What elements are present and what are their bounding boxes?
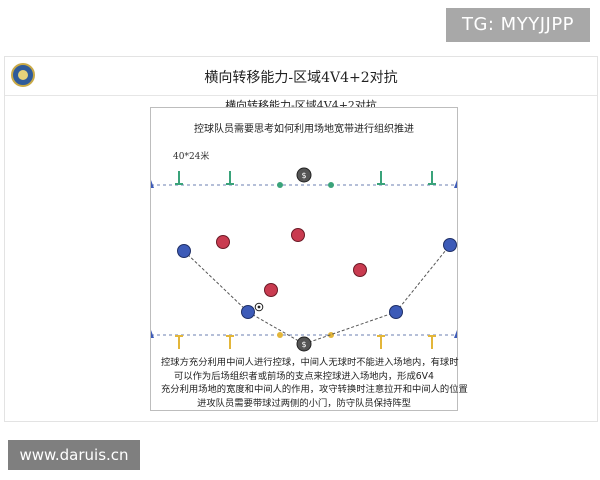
drill-objective: 控球队员需要思考如何利用场地宽带进行组织推进 [194,124,414,135]
field-size-label: 40*24米 [173,152,210,162]
blue-player-icon [443,238,457,252]
card-header: 横向转移能力-区域4V4+2对抗 [5,57,597,96]
red-player-icon [216,235,230,249]
ball-icon [254,302,264,312]
neutral-player-label: $ [301,340,306,349]
yellow-cone-icon [229,336,231,349]
description-line: 可以作为后场组织者或前场的支点来控球进入场地内，形成6V4 [174,370,434,382]
pitch-diagram: $ $ 控球队员需要思考如何利用场地宽带进行组织推进 40*24米 控球方充分利… [150,107,468,411]
blue-player-icon [177,244,191,258]
neutral-player-top: $ [296,167,312,183]
yellow-dot-icon [277,332,283,338]
neutral-player-icon [296,167,312,183]
triangle-marker-icon [151,180,154,188]
yellow-cone-icon [380,336,382,349]
red-player-icon [264,283,278,297]
red-player-icon [353,263,367,277]
passing-lanes [183,244,451,345]
triangle-marker-icon [151,330,154,338]
green-cone-icon [178,171,180,184]
green-cone-icon [226,183,234,185]
yellow-goal-markers [175,332,436,349]
yellow-cone-icon [431,336,433,349]
page-title: 横向转移能力-区域4V4+2对抗 [204,70,398,86]
description-line: 控球方充分利用中间人进行控球，中间人无球时不能进入场地内，有球时 [161,357,459,368]
pitch-svg: $ $ [151,167,457,352]
yellow-dot-icon [328,332,334,338]
triangle-marker-icon [454,330,457,338]
triangle-marker-icon [454,180,457,188]
neutral-player-bottom: $ [296,336,312,352]
green-goal-markers [175,171,436,188]
green-cone-icon [377,183,385,185]
club-logo-icon [11,63,35,87]
blue-player-icon [389,305,403,319]
blue-player-icon [241,305,255,319]
red-player-icon [291,228,305,242]
green-cone-icon [428,183,436,185]
green-dot-icon [277,182,283,188]
description-line: 进攻队员需要带球过两侧的小门，防守队员保持阵型 [197,397,411,409]
green-dot-icon [328,182,334,188]
green-cone-icon [175,183,183,185]
green-cone-icon [431,171,433,184]
green-cone-icon [380,171,382,184]
description-line: 充分利用场地的宽度和中间人的作用，攻守转换时注意拉开和中间人的位置 [161,384,468,395]
neutral-player-icon [296,336,312,352]
drill-card: 横向转移能力-区域4V4+2对抗 横向转移能力-区域4V4+2对抗 [4,56,598,422]
green-cone-icon [229,171,231,184]
neutral-player-label: $ [301,171,306,180]
telegram-badge: TG: MYYJJPP [446,8,590,42]
yellow-cone-icon [178,336,180,349]
site-watermark: www.daruis.cn [8,440,140,470]
drill-description: 控球方充分利用中间人进行控球，中间人无球时不能进入场地内，有球时 可以作为后场组… [161,356,468,410]
